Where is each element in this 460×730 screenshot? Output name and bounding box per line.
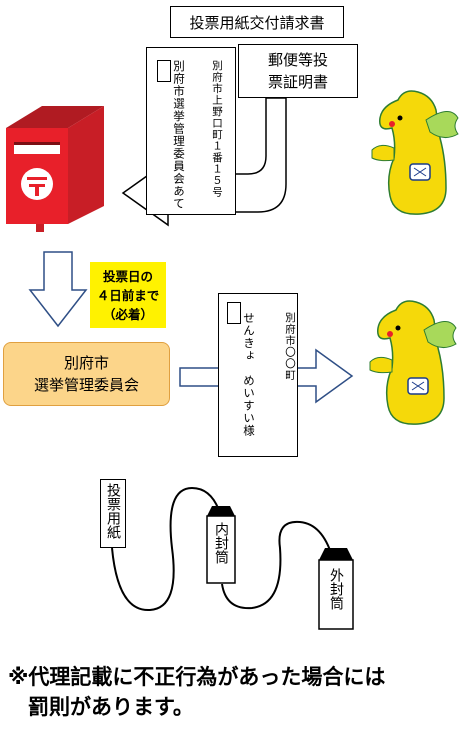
postal-vote-certificate: 郵便等投票証明書 bbox=[238, 44, 358, 98]
request-form-label: 投票用紙交付請求書 bbox=[189, 13, 325, 32]
ballot-label: 投票用紙 bbox=[105, 483, 121, 539]
request-form: 投票用紙交付請求書 bbox=[170, 6, 344, 38]
inner-envelope: 内封筒 bbox=[206, 504, 236, 584]
flow-line bbox=[111, 486, 333, 612]
note-line1: ※代理記載に不正行為があった場合には bbox=[8, 665, 386, 689]
certificate-label: 郵便等投票証明書 bbox=[267, 51, 328, 91]
outer-envelope: 外封筒 bbox=[318, 546, 354, 630]
stamp-box bbox=[227, 302, 241, 324]
penalty-note: ※代理記載に不正行為があった場合には 罰則があります。 bbox=[8, 662, 453, 722]
voter-address: 別府市〇〇町 bbox=[284, 312, 296, 381]
mascot-icon-top bbox=[371, 90, 459, 215]
deadline-line3: （必着） bbox=[102, 306, 153, 322]
inner-envelope-label: 内封筒 bbox=[213, 522, 229, 564]
ballot-paper: 投票用紙 bbox=[100, 479, 126, 548]
deadline-line2: ４日前まで bbox=[96, 287, 160, 303]
mascot-icon-bottom bbox=[369, 300, 457, 425]
committee-address: 別府市上野口町１番１５号 bbox=[211, 60, 223, 198]
committee-line2: 選挙管理委員会 bbox=[33, 376, 139, 394]
voter-name: せんきょ めいすい様 bbox=[242, 312, 256, 437]
envelope-to-voter: 別府市〇〇町 せんきょ めいすい様 bbox=[218, 293, 298, 457]
stamp-box bbox=[157, 60, 171, 82]
envelope-to-committee: 別府市上野口町１番１５号 別府市選挙管理委員会あて bbox=[146, 47, 236, 215]
election-committee: 別府市 選挙管理委員会 bbox=[3, 342, 170, 406]
note-line2: 罰則があります。 bbox=[28, 695, 194, 719]
down-arrow bbox=[28, 251, 88, 328]
deadline-badge: 投票日の ４日前まで （必着） bbox=[90, 262, 166, 328]
postbox-icon bbox=[6, 106, 104, 232]
deadline-line1: 投票日の bbox=[102, 268, 153, 284]
committee-recipient: 別府市選挙管理委員会あて bbox=[172, 60, 186, 210]
outer-envelope-label: 外封筒 bbox=[328, 568, 344, 610]
committee-line1: 別府市 bbox=[63, 354, 109, 372]
